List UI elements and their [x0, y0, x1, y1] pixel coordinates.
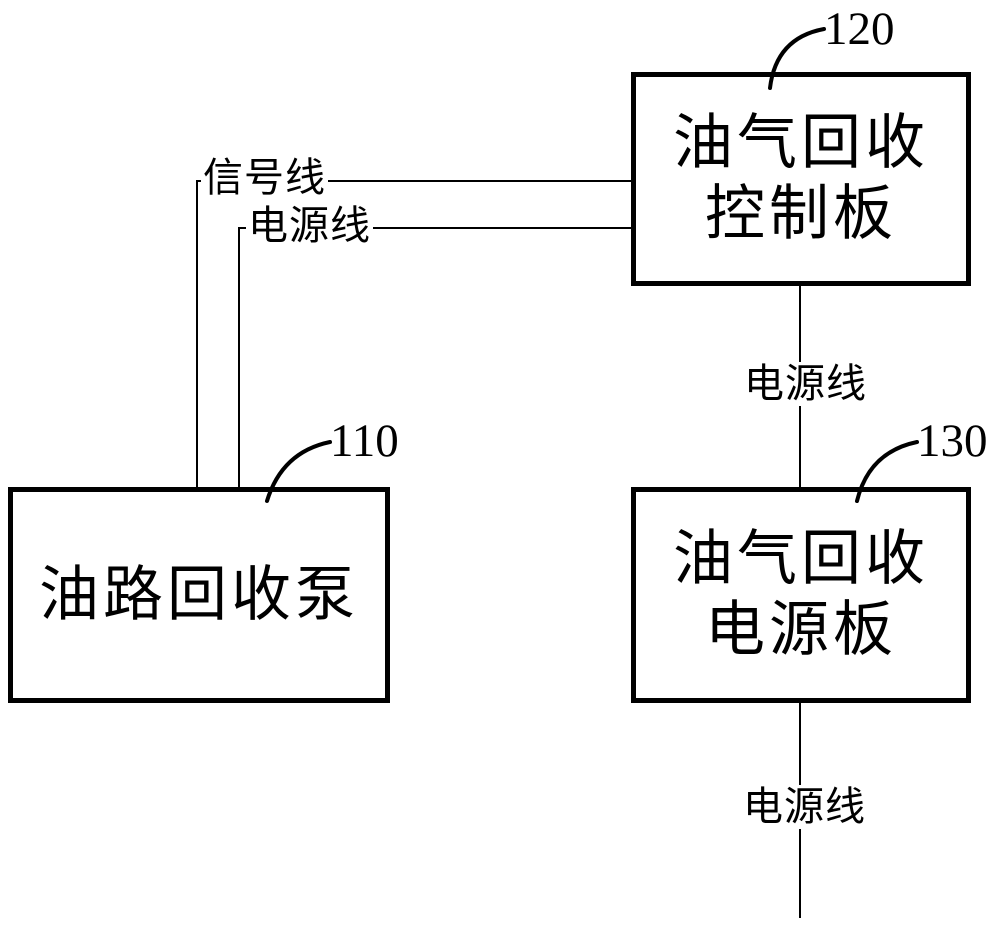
power-line-label-left: 电源线: [246, 203, 373, 248]
power-line-left: [238, 227, 632, 490]
ref-label-130: 130: [917, 415, 988, 467]
box-vapor-recovery-power-board-label: 油气回收 电源板: [673, 526, 929, 663]
box-oil-recovery-pump: 油路回收泵: [8, 487, 390, 703]
box-oil-recovery-pump-label: 油路回收泵: [39, 561, 359, 628]
ref-label-110: 110: [330, 415, 399, 467]
power-line-label-middle: 电源线: [742, 361, 869, 406]
power-line-label-bottom: 电源线: [741, 784, 868, 829]
box-vapor-recovery-power-board: 油气回收 电源板: [631, 487, 971, 703]
box-vapor-recovery-control-board-label: 油气回收 控制板: [673, 110, 929, 247]
box-vapor-recovery-control-board: 油气回收 控制板: [631, 72, 971, 286]
ref-label-120: 120: [824, 3, 895, 55]
leader-arc-120: [768, 27, 826, 90]
signal-line: [196, 180, 632, 490]
signal-line-label: 信号线: [201, 155, 328, 200]
